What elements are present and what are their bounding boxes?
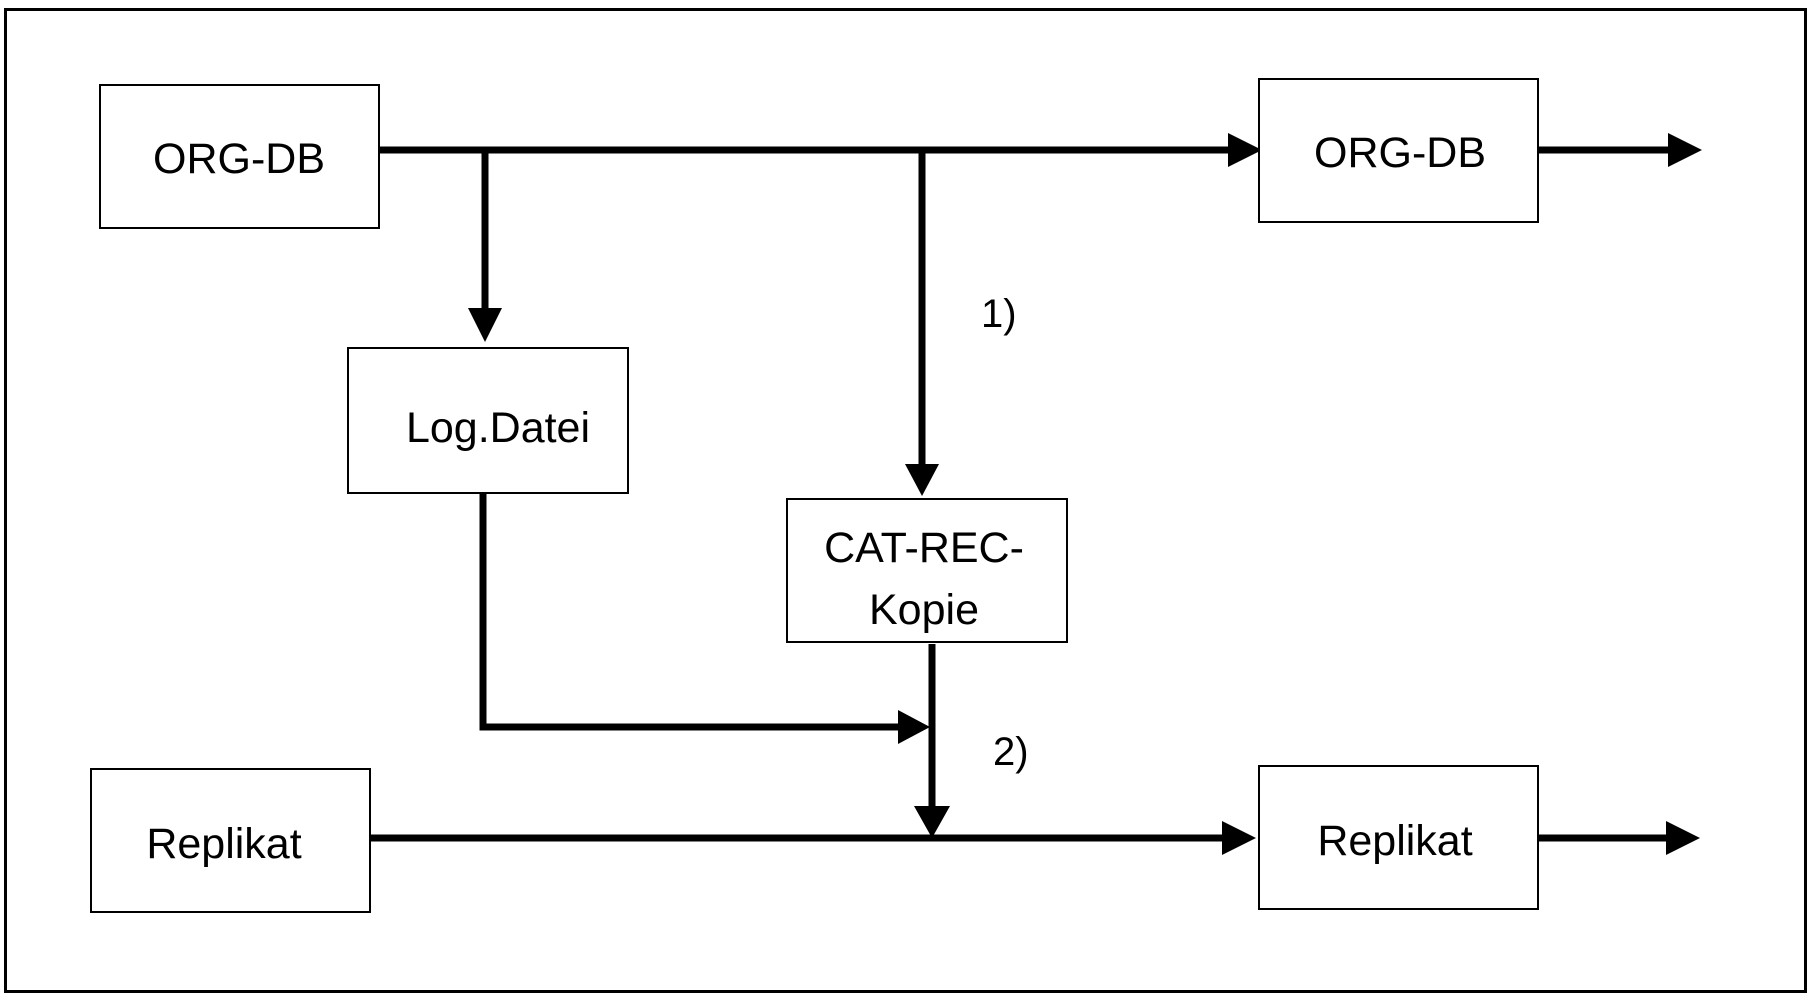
node-replikat-source: Replikat [90, 768, 371, 913]
edge-replikat-to-replikat [370, 821, 1256, 855]
node-cat-rec-kopie-label-line1: CAT-REC- [824, 524, 1024, 572]
node-org-db-source: ORG-DB [99, 84, 380, 229]
step-label-2: 2) [993, 730, 1029, 774]
edge-replikat-outgoing [1538, 821, 1700, 855]
node-org-db-target-label: ORG-DB [1314, 129, 1486, 177]
edge-cat-rec-kopie-to-replikat [914, 644, 950, 838]
edge-to-cat-rec-kopie [905, 150, 939, 496]
edge-to-log-datei [468, 150, 502, 342]
edge-org-db-to-org-db [378, 133, 1262, 167]
node-cat-rec-kopie: CAT-REC- Kopie [786, 498, 1068, 643]
edge-org-db-outgoing [1538, 133, 1702, 167]
diagram-frame [4, 8, 1807, 993]
node-cat-rec-kopie-label-line2: Kopie [869, 586, 979, 634]
node-log-datei-label: Log.Datei [406, 404, 590, 452]
node-log-datei: Log.Datei [347, 347, 629, 494]
node-org-db-source-label: ORG-DB [153, 135, 325, 183]
edge-log-datei-to-merge [479, 490, 930, 744]
step-label-1: 1) [981, 292, 1017, 336]
node-org-db-target: ORG-DB [1258, 78, 1539, 223]
node-replikat-target-label: Replikat [1317, 817, 1472, 865]
node-replikat-target: Replikat [1258, 765, 1539, 910]
node-replikat-source-label: Replikat [146, 820, 301, 868]
